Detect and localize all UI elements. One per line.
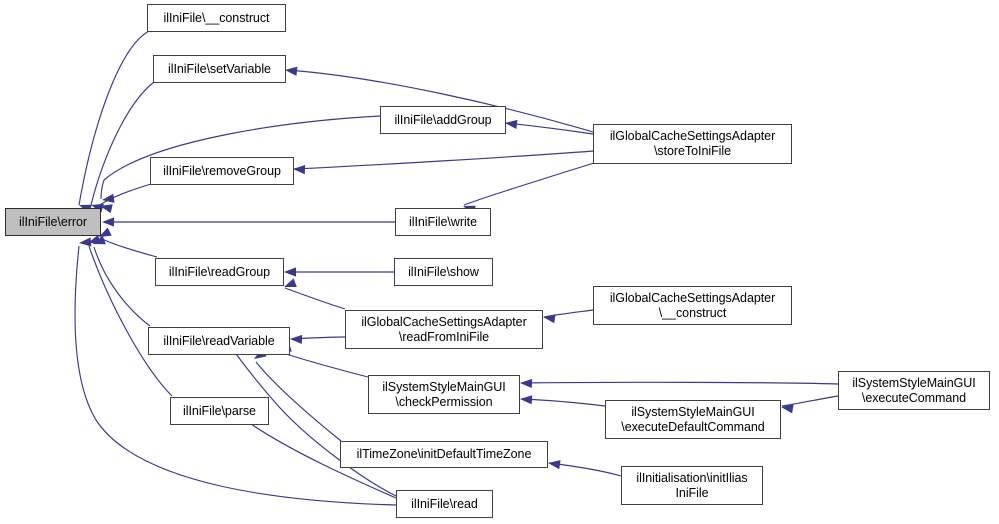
graph-node-setVariable[interactable]: ilIniFile\setVariable — [153, 55, 286, 83]
graph-node-label: ilGlobalCacheSettingsAdapter \storeToIni… — [609, 129, 776, 158]
graph-node-error[interactable]: ilIniFile\error — [5, 208, 101, 236]
graph-edge-initDefaultTimeZone-to-readVariable — [254, 348, 342, 442]
graph-node-label: ilIniFile\parse — [183, 403, 256, 418]
graph-edge-initIliasIniFile-to-initDefaultTimeZone — [548, 460, 622, 477]
arrowhead — [284, 267, 296, 277]
arrowhead — [543, 314, 556, 324]
graph-node-label: ilIniFile\readGroup — [168, 264, 271, 279]
arrowhead — [290, 334, 303, 345]
arrowhead — [548, 460, 561, 470]
graph-node-label: ilTimeZone\initDefaultTimeZone — [356, 447, 532, 461]
graph-node-addGroup[interactable]: ilIniFile\addGroup — [380, 106, 506, 134]
graph-edge-readVariable-to-error — [93, 235, 151, 327]
graph-node-label: ilIniFile\removeGroup — [163, 163, 281, 178]
arrowhead — [293, 165, 306, 175]
graph-node-read[interactable]: ilIniFile\read — [396, 490, 493, 518]
arrowhead — [520, 378, 533, 389]
graph-node-label: ilIniFile\show — [408, 264, 479, 279]
graph-node-label: ilIniFile\__construct — [163, 10, 270, 25]
graph-node-show[interactable]: ilIniFile\show — [394, 258, 493, 286]
arrowhead — [100, 204, 113, 214]
graph-node-construct[interactable]: ilIniFile\__construct — [147, 4, 286, 32]
graph-node-label: ilIniFile\error — [18, 214, 87, 229]
graph-edge-removeGroup-to-error — [99, 183, 152, 214]
graph-edge-executeDefaultCommand-to-checkPermission — [520, 395, 606, 407]
graph-edge-show-to-readGroup — [284, 267, 394, 277]
graph-node-label: ilIniFile\write — [408, 214, 477, 229]
graph-edge-setVariable-to-error — [90, 81, 155, 213]
graph-node-label: ilIniFile\addGroup — [394, 112, 492, 127]
arrowhead — [520, 395, 533, 405]
graph-node-initIliasIniFile[interactable]: ilInitialisation\initIlias IniFile — [621, 466, 763, 505]
arrowhead — [79, 237, 92, 247]
graph-edge-storeToIniFile-to-removeGroup — [293, 150, 595, 175]
graph-edge-storeToIniFile-to-write — [463, 162, 595, 215]
arrowhead — [88, 234, 101, 244]
graph-node-executeDefaultCommand[interactable]: ilSystemStyleMainGUI \executeDefaultComm… — [605, 400, 781, 439]
graph-node-label: ilIniFile\setVariable — [168, 61, 271, 76]
graph-edge-readFromIniFile-to-readGroup — [284, 278, 346, 310]
graph-node-label: ilSystemStyleMainGUI \executeDefaultComm… — [621, 404, 765, 434]
graph-node-label: ilIniFile\read — [411, 496, 478, 511]
graph-edge-gcsaConstruct-to-readFromIniFile — [543, 309, 594, 324]
graph-node-removeGroup[interactable]: ilIniFile\removeGroup — [150, 157, 294, 185]
graph-edge-storeToIniFile-to-addGroup — [505, 119, 594, 135]
graph-node-initDefaultTimeZone[interactable]: ilTimeZone\initDefaultTimeZone — [340, 441, 548, 468]
graph-node-label: ilSystemStyleMainGUI \checkPermission — [382, 379, 506, 409]
arrowhead — [285, 66, 298, 76]
arrowhead — [93, 235, 106, 245]
graph-node-readFromIniFile[interactable]: ilGlobalCacheSettingsAdapter \readFromIn… — [345, 310, 543, 349]
graph-node-readGroup[interactable]: ilIniFile\readGroup — [155, 258, 284, 286]
arrowhead — [102, 193, 115, 203]
arrowhead — [284, 278, 297, 287]
graph-node-label: ilGlobalCacheSettingsAdapter \readFromIn… — [361, 314, 527, 344]
graph-node-executeCommand[interactable]: ilSystemStyleMainGUI \executeCommand — [838, 371, 990, 410]
graph-node-label: ilSystemStyleMainGUI \executeCommand — [852, 375, 976, 405]
graph-node-write[interactable]: ilIniFile\write — [395, 208, 491, 236]
graph-node-label: ilInitialisation\initIlias IniFile — [636, 470, 748, 500]
graph-node-label: ilIniFile\readVariable — [163, 333, 275, 348]
graph-node-checkPermission[interactable]: ilSystemStyleMainGUI \checkPermission — [368, 375, 520, 414]
graph-node-storeToIniFile[interactable]: ilGlobalCacheSettingsAdapter \storeToIni… — [593, 124, 792, 164]
arrowhead — [781, 404, 794, 414]
graph-node-parse[interactable]: ilIniFile\parse — [170, 397, 269, 425]
graph-node-gcsaConstruct[interactable]: ilGlobalCacheSettingsAdapter \__construc… — [593, 286, 792, 325]
graph-edge-executeCommand-to-executeDefaultCommand — [781, 395, 839, 414]
graph-node-label: ilGlobalCacheSettingsAdapter \__construc… — [609, 290, 776, 320]
arrowhead — [102, 217, 114, 227]
arrowhead — [505, 119, 518, 130]
graph-edge-write-to-error — [102, 217, 395, 227]
graph-node-readVariable[interactable]: ilIniFile\readVariable — [148, 327, 290, 355]
graph-edge-readGroup-to-error — [99, 227, 158, 258]
graph-edge-readFromIniFile-to-readVariable — [290, 334, 346, 345]
graph-edge-construct-to-error — [78, 30, 150, 214]
graph-edge-executeCommand-to-checkPermission — [520, 378, 839, 389]
